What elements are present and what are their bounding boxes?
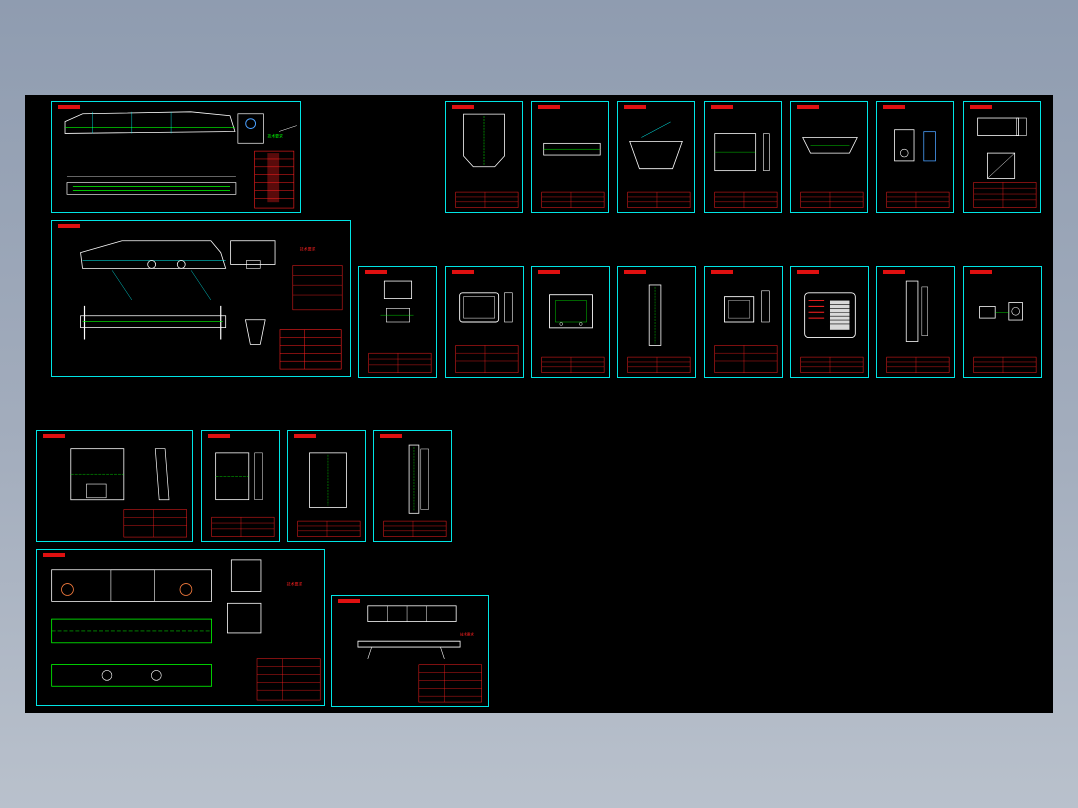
drawing-sheet-part-5[interactable] bbox=[790, 101, 868, 213]
sheet-geometry bbox=[541, 294, 605, 373]
sheet-geometry bbox=[455, 292, 519, 373]
drawing-sheet-detail-3[interactable] bbox=[287, 430, 366, 542]
drawing-sheet-part-14[interactable] bbox=[876, 266, 955, 378]
cad-drawing-canvas[interactable]: 技术要求 技术要求 bbox=[25, 95, 1053, 713]
drawing-sheet-detail-4[interactable] bbox=[373, 430, 452, 542]
sheet-geometry bbox=[973, 117, 1037, 208]
sheet-geometry: 技术要求 bbox=[357, 605, 482, 703]
sheet-title-tag bbox=[452, 270, 474, 274]
sheet-geometry bbox=[973, 302, 1037, 373]
drawing-sheet-frame-assembly[interactable]: 技术要求 bbox=[331, 595, 489, 707]
sheet-geometry bbox=[886, 129, 950, 208]
sheet-title-tag bbox=[365, 270, 387, 274]
sheet-geometry bbox=[627, 121, 691, 208]
sheet-title-tag bbox=[58, 224, 80, 228]
sheet-geometry bbox=[70, 448, 187, 538]
drawing-sheet-part-12[interactable] bbox=[704, 266, 783, 378]
sheet-title-tag bbox=[970, 105, 992, 109]
drawing-sheet-part-6[interactable] bbox=[876, 101, 954, 213]
svg-text:技术要求: 技术要求 bbox=[460, 631, 474, 636]
sheet-title-tag bbox=[797, 105, 819, 109]
sheet-title-tag bbox=[538, 105, 560, 109]
drawing-sheet-general-assembly-2[interactable]: 技术要求 bbox=[51, 220, 351, 377]
sheet-geometry: 技术要求 bbox=[80, 240, 343, 370]
sheet-geometry bbox=[541, 142, 605, 208]
drawing-sheet-part-1[interactable] bbox=[445, 101, 523, 213]
sheet-title-tag bbox=[452, 105, 474, 109]
sheet-title-tag bbox=[883, 105, 905, 109]
drawing-sheet-beam-assembly[interactable]: 技术要求 bbox=[36, 549, 325, 706]
sheet-geometry bbox=[383, 444, 447, 537]
sheet-geometry: 技术要求 bbox=[51, 559, 321, 701]
sheet-title-tag bbox=[711, 105, 733, 109]
sheet-title-tag bbox=[58, 105, 80, 109]
sheet-geometry bbox=[714, 133, 778, 208]
sheet-geometry bbox=[714, 290, 778, 373]
sheet-geometry bbox=[297, 452, 361, 537]
drawing-sheet-part-7[interactable] bbox=[963, 101, 1041, 213]
sheet-title-tag bbox=[883, 270, 905, 274]
sheet-geometry bbox=[627, 284, 691, 373]
drawing-sheet-general-assembly-1[interactable]: 技术要求 bbox=[51, 101, 301, 213]
sheet-title-tag bbox=[380, 434, 402, 438]
drawing-sheet-part-13[interactable] bbox=[790, 266, 869, 378]
drawing-sheet-part-9[interactable] bbox=[445, 266, 524, 378]
sheet-title-tag bbox=[338, 599, 360, 603]
sheet-title-tag bbox=[797, 270, 819, 274]
sheet-title-tag bbox=[624, 105, 646, 109]
sheet-geometry: 技术要求 bbox=[64, 111, 297, 209]
drawing-sheet-part-15[interactable] bbox=[963, 266, 1042, 378]
drawing-sheet-part-11[interactable] bbox=[617, 266, 696, 378]
sheet-geometry bbox=[800, 137, 864, 208]
sheet-geometry bbox=[211, 452, 275, 537]
drawing-sheet-detail-2[interactable] bbox=[201, 430, 280, 542]
sheet-title-tag bbox=[624, 270, 646, 274]
svg-text:技术要求: 技术要求 bbox=[300, 247, 316, 252]
sheet-geometry bbox=[800, 292, 864, 373]
drawing-sheet-part-10[interactable] bbox=[531, 266, 610, 378]
svg-text:技术要求: 技术要求 bbox=[267, 133, 283, 138]
sheet-title-tag bbox=[970, 270, 992, 274]
sheet-geometry bbox=[455, 113, 519, 208]
drawing-sheet-part-8[interactable] bbox=[358, 266, 437, 378]
drawing-sheet-part-4[interactable] bbox=[704, 101, 782, 213]
sheet-title-tag bbox=[538, 270, 560, 274]
sheet-geometry bbox=[368, 280, 432, 373]
sheet-geometry bbox=[886, 280, 950, 373]
sheet-title-tag bbox=[208, 434, 230, 438]
svg-text:技术要求: 技术要求 bbox=[287, 582, 303, 587]
sheet-title-tag bbox=[294, 434, 316, 438]
sheet-title-tag bbox=[43, 434, 65, 438]
sheet-title-tag bbox=[711, 270, 733, 274]
drawing-sheet-part-3[interactable] bbox=[617, 101, 695, 213]
sheet-title-tag bbox=[43, 553, 65, 557]
drawing-sheet-part-2[interactable] bbox=[531, 101, 609, 213]
drawing-sheet-detail-1[interactable] bbox=[36, 430, 193, 542]
